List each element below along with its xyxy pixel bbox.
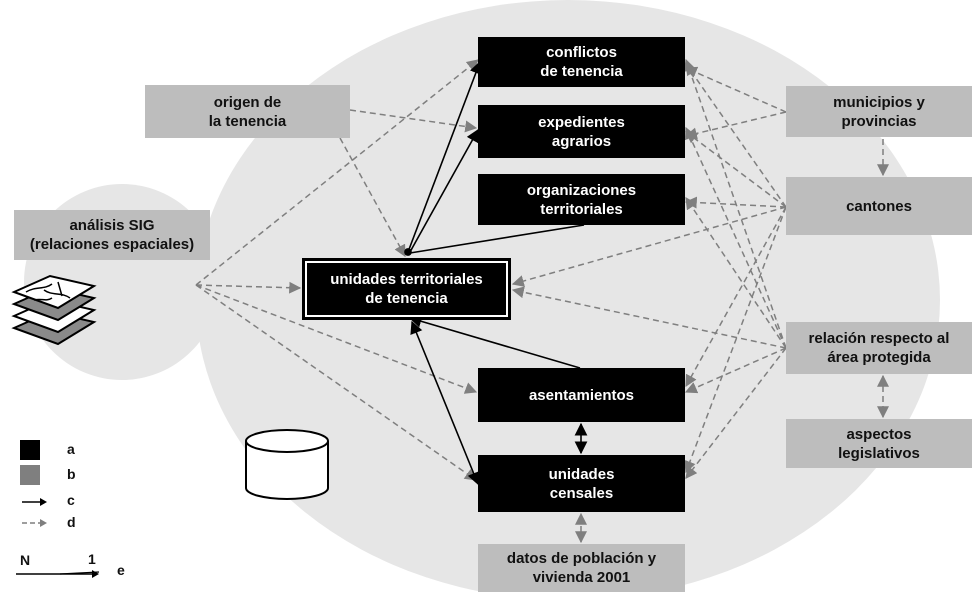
legend-label-b: b: [67, 466, 76, 482]
node-asentamientos: asentamientos: [478, 368, 685, 422]
link-relacion-asentamientos: [684, 347, 787, 394]
legend-arrow-d: [22, 519, 47, 527]
legend-swatch-a: [20, 440, 40, 460]
legend-arrow-c: [22, 498, 47, 506]
legend-north-arrow: [16, 570, 100, 578]
link-asentamientos-unidades: [408, 315, 581, 369]
background-disc: [196, 0, 940, 592]
link-relacion-conflictos: [683, 58, 787, 349]
link-censales-unidades: [410, 320, 480, 486]
link-relacion-organizaciones: [685, 197, 787, 349]
node-organizaciones-territoriales: organizaciones territoriales: [478, 174, 685, 225]
node-expedientes-agrarios: expedientes agrarios: [478, 105, 685, 158]
link-organizaciones-unidades: [409, 224, 585, 254]
link-municipios-conflictos: [684, 66, 787, 113]
link-origen-expedientes: [349, 109, 478, 133]
link-relacion-unidades: [511, 286, 787, 349]
legend-label-a: a: [67, 441, 75, 457]
link-cantones-expedientes: [685, 131, 787, 208]
link-relacion-expedientes: [685, 126, 787, 349]
link-cantones-asentamientos: [685, 206, 787, 388]
legend-swatch-b: [20, 465, 40, 485]
link-sig-unidades-territoriales: [195, 281, 302, 294]
node-municipios-y-provincias: municipios y provincias: [786, 86, 972, 137]
node-aspectos-legislativos: aspectos legislativos: [786, 419, 972, 468]
legend-scale-label: 1: [88, 551, 96, 567]
node-conflictos-de-tenencia: conflictos de tenencia: [478, 37, 685, 87]
link-cantones-censales: [684, 206, 787, 474]
node-cantones: cantones: [786, 177, 972, 235]
legend-north-label: N: [20, 552, 31, 568]
link-conflictos-unidades: [404, 60, 482, 256]
node-origen-de-la-tenencia: origen de la tenencia: [145, 85, 350, 138]
link-origen-unidades: [339, 137, 406, 258]
legend-label-c: c: [67, 492, 75, 508]
link-municipios-expedientes: [684, 111, 787, 140]
link-cantones-unidades: [511, 206, 787, 287]
node-unidades-censales: unidades censales: [478, 455, 685, 512]
link-expedientes-unidades: [409, 128, 479, 253]
node-datos-de-poblacion: datos de población y vivienda 2001: [478, 544, 685, 592]
link-relacion-censales: [685, 347, 787, 479]
gis-layers-icon: [11, 274, 97, 346]
node-analisis-sig: análisis SIG (relaciones espaciales): [14, 210, 210, 260]
link-cantones-conflictos: [685, 63, 787, 208]
node-unidades-territoriales-de-tenencia: unidades territoriales de tenencia: [302, 258, 511, 320]
legend-label-d: d: [67, 514, 76, 530]
legend-label-e: e: [117, 562, 125, 578]
database-icon: [245, 429, 329, 500]
node-relacion-area-protegida: relación respecto al área protegida: [786, 322, 972, 374]
